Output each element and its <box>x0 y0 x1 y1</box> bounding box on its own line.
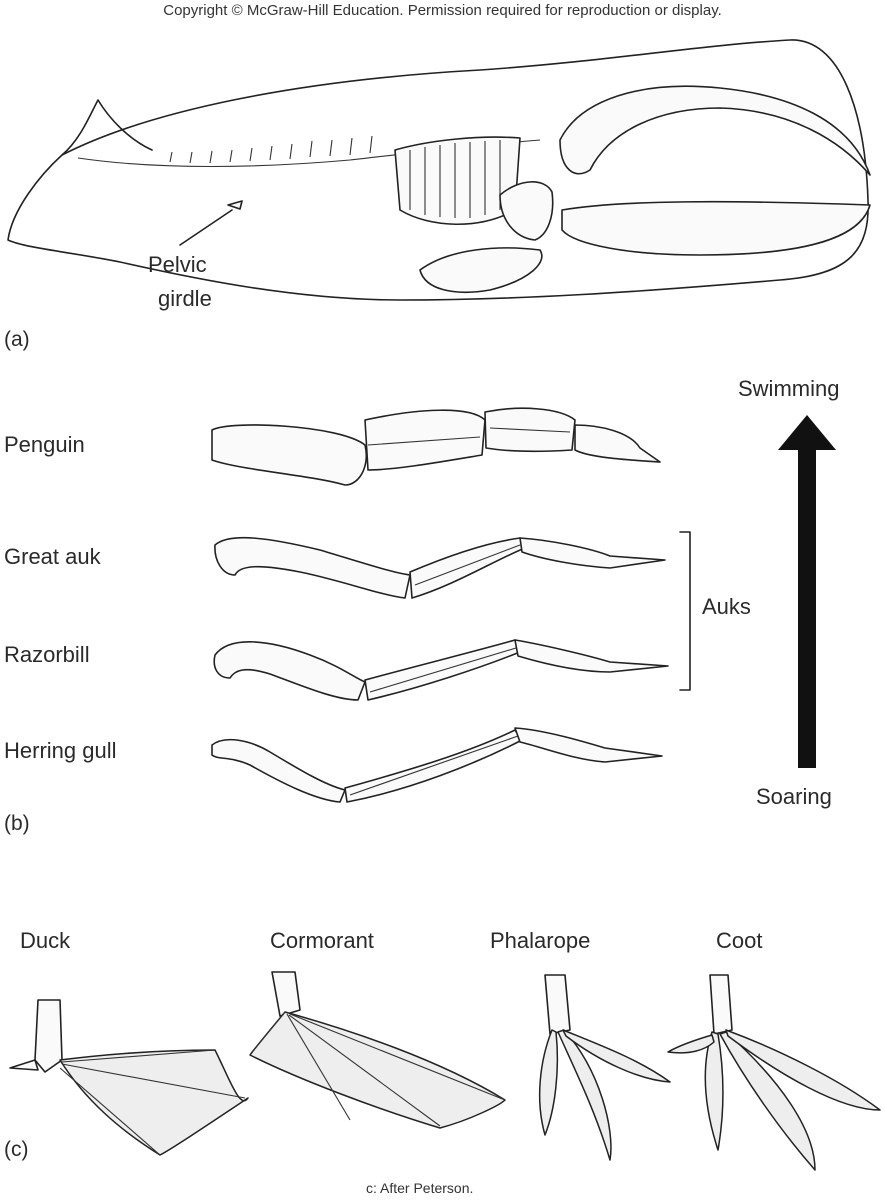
great-auk-wing <box>214 536 666 599</box>
whale-body-outline <box>7 39 869 301</box>
cormorant-foot <box>249 971 506 1129</box>
whale-drawing <box>7 39 871 301</box>
coot-foot <box>667 974 881 1171</box>
bird-label-penguin: Penguin <box>4 432 85 457</box>
whale-pelvic-bone <box>227 200 243 210</box>
duck-foot <box>9 999 249 1156</box>
pelvic-girdle-label-line1: Pelvic <box>148 252 207 277</box>
bird-label-razorbill: Razorbill <box>4 642 90 667</box>
copyright-notice: Copyright © McGraw-Hill Education. Permi… <box>163 2 722 19</box>
whale-jaw <box>561 200 871 256</box>
panel-c-label: (c) <box>4 1138 29 1161</box>
swimming-soaring-arrow <box>778 415 836 768</box>
phalarope-foot <box>538 974 671 1161</box>
foot-label-coot: Coot <box>716 928 763 953</box>
arrow-label-soaring: Soaring <box>756 784 832 809</box>
herring-gull-wing <box>211 727 663 803</box>
whale-flipper <box>419 247 543 293</box>
bird-label-great-auk: Great auk <box>4 544 101 569</box>
panel-a-label: (a) <box>4 328 30 351</box>
penguin-wing <box>211 407 661 486</box>
foot-label-phalarope: Phalarope <box>490 928 591 953</box>
foot-label-duck: Duck <box>20 928 71 953</box>
whale-scapula <box>499 181 554 241</box>
bird-label-herring-gull: Herring gull <box>4 738 117 763</box>
whale-skull <box>559 85 871 176</box>
pelvic-pointer-line <box>179 209 233 246</box>
razorbill-wing <box>213 639 669 701</box>
panel-b-label: (b) <box>4 812 30 835</box>
whale-ribcage <box>394 136 521 226</box>
foot-label-cormorant: Cormorant <box>270 928 374 953</box>
auks-bracket <box>679 531 691 691</box>
arrow-label-swimming: Swimming <box>738 376 840 401</box>
image-credit: c: After Peterson. <box>366 1180 474 1196</box>
auks-group-label: Auks <box>702 594 751 619</box>
whale-fluke <box>61 99 153 156</box>
pelvic-girdle-label-line2: girdle <box>158 286 212 311</box>
whale-vertebrae <box>169 135 373 164</box>
